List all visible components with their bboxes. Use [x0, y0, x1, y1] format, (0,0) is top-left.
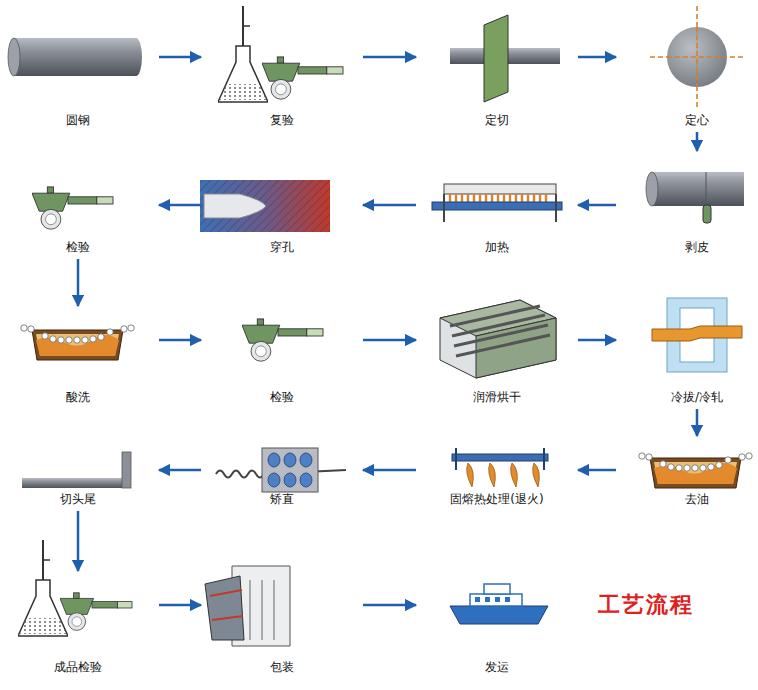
step-label: 酸洗 [9, 389, 147, 405]
flow-arrow [363, 604, 416, 607]
process-step: 复验 [213, 27, 351, 128]
step-label: 加热 [428, 239, 566, 255]
flow-arrow [77, 511, 80, 571]
heater-bristle [449, 194, 451, 202]
heater-bristle [485, 194, 487, 202]
flow-arrow [578, 339, 616, 342]
step-label: 冷拔/冷轧 [628, 389, 758, 405]
heater-bristle [455, 194, 457, 202]
step-label: 去油 [628, 491, 758, 507]
heater-bristle [527, 194, 529, 202]
process-step: 去油 [628, 440, 758, 507]
step-label: 穿孔 [213, 239, 351, 255]
heater-bristle [473, 194, 475, 202]
heater-bristle [533, 194, 535, 202]
process-step: 穿孔 [213, 175, 351, 255]
step-label: 固熔热处理(退火) [428, 491, 566, 507]
process-step: 加热 [428, 175, 566, 255]
flow-arrow [363, 204, 416, 207]
step-label: 定切 [428, 112, 566, 128]
diagram-title: 工艺流程 [598, 590, 694, 620]
heater-bristle [497, 194, 499, 202]
step-label: 成品检验 [9, 659, 147, 675]
heater-bristle [503, 194, 505, 202]
step-label: 剥皮 [628, 239, 758, 255]
flow-arrow [578, 56, 616, 59]
process-step: 酸洗 [9, 310, 147, 405]
flow-arrow [159, 469, 201, 472]
step-label: 切头尾 [9, 491, 147, 507]
heater-bristle [479, 194, 481, 202]
step-label: 复验 [213, 112, 351, 128]
process-step: 润滑烘干 [428, 310, 566, 405]
flow-arrow [159, 56, 201, 59]
flow-arrow [578, 469, 616, 472]
flow-arrow [159, 204, 201, 207]
heater-bristle [509, 194, 511, 202]
heater-bristle [491, 194, 493, 202]
step-label: 发运 [428, 659, 566, 675]
heater-bristle [545, 194, 547, 202]
process-step: 检验 [9, 175, 147, 255]
process-step: 定心 [628, 27, 758, 128]
step-label: 检验 [213, 389, 351, 405]
flow-arrow [77, 259, 80, 306]
process-step: 矫直 [213, 440, 351, 507]
flow-arrow [696, 132, 699, 151]
process-step: 切头尾 [9, 440, 147, 507]
heater-bristle [539, 194, 541, 202]
process-step: 冷拔/冷轧 [628, 310, 758, 405]
process-step: 圆钢 [9, 27, 147, 128]
step-label: 包装 [213, 659, 351, 675]
flow-arrow [159, 339, 201, 342]
process-step: 发运 [428, 575, 566, 675]
process-step: 成品检验 [9, 575, 147, 675]
heater-bristle [467, 194, 469, 202]
process-step: 定切 [428, 27, 566, 128]
process-step: 包装 [213, 575, 351, 675]
process-step: 固熔热处理(退火) [428, 440, 566, 507]
process-step: 剥皮 [628, 155, 758, 255]
flow-arrow [363, 56, 416, 59]
heater-bristle [461, 194, 463, 202]
step-label: 矫直 [213, 491, 351, 507]
step-label: 定心 [628, 112, 758, 128]
step-label: 检验 [9, 239, 147, 255]
heater-bristle [515, 194, 517, 202]
flow-arrow [578, 204, 616, 207]
flow-arrow [696, 409, 699, 436]
step-label: 润滑烘干 [428, 389, 566, 405]
step-label: 圆钢 [9, 112, 147, 128]
process-step: 检验 [213, 310, 351, 405]
flow-arrow [363, 339, 416, 342]
heater-bristle [521, 194, 523, 202]
flow-arrow [159, 604, 201, 607]
flow-arrow [363, 469, 416, 472]
